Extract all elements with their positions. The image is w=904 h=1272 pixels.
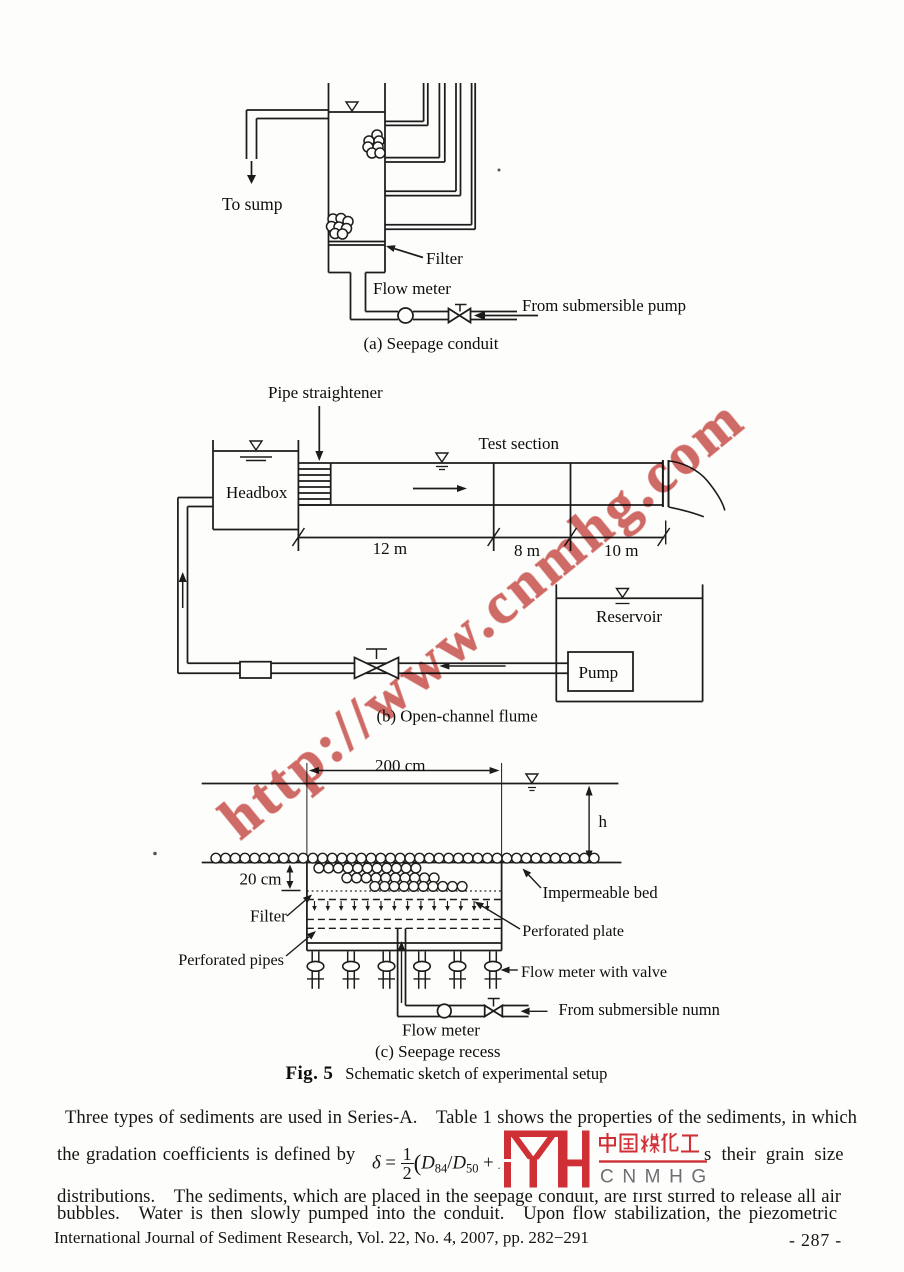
svg-text:Flow meter with valve: Flow meter with valve — [521, 963, 667, 981]
svg-text:200 cm: 200 cm — [375, 756, 426, 775]
svg-text:h: h — [599, 812, 608, 831]
svg-text:Pipe straightener: Pipe straightener — [268, 383, 383, 402]
svg-text:Reservoir: Reservoir — [596, 607, 662, 626]
svg-text:(b) Open-channel flume: (b) Open-channel flume — [377, 707, 538, 726]
svg-text:Schematic sketch of experiment: Schematic sketch of experimental setup — [345, 1064, 607, 1083]
svg-text:To sump: To sump — [222, 194, 283, 214]
svg-text:Fig. 5: Fig. 5 — [286, 1063, 334, 1084]
svg-text:20 cm: 20 cm — [240, 870, 282, 889]
svg-text:From submersible numn: From submersible numn — [559, 1000, 720, 1019]
svg-text:Impermeable bed: Impermeable bed — [543, 883, 659, 902]
svg-text:Perforated plate: Perforated plate — [522, 923, 624, 940]
svg-text:10 m: 10 m — [604, 541, 638, 560]
svg-text:(a) Seepage conduit: (a) Seepage conduit — [364, 334, 499, 353]
svg-text:(c) Seepage recess: (c) Seepage recess — [375, 1042, 501, 1061]
svg-text:CNMHG: CNMHG — [600, 1167, 715, 1188]
svg-text:From submersible pump: From submersible pump — [522, 296, 686, 315]
svg-text:Flow meter: Flow meter — [373, 279, 451, 298]
svg-text:Pump: Pump — [579, 663, 619, 682]
svg-text:Flow meter: Flow meter — [402, 1021, 480, 1040]
svg-text:Perforated pipes: Perforated pipes — [178, 951, 284, 969]
svg-text:Headbox: Headbox — [226, 483, 288, 502]
svg-text:Test section: Test section — [479, 434, 560, 453]
svg-text:8 m: 8 m — [514, 541, 540, 560]
svg-text:12 m: 12 m — [373, 539, 407, 558]
svg-text:Filter: Filter — [426, 249, 463, 268]
svg-text:Filter: Filter — [250, 907, 287, 926]
